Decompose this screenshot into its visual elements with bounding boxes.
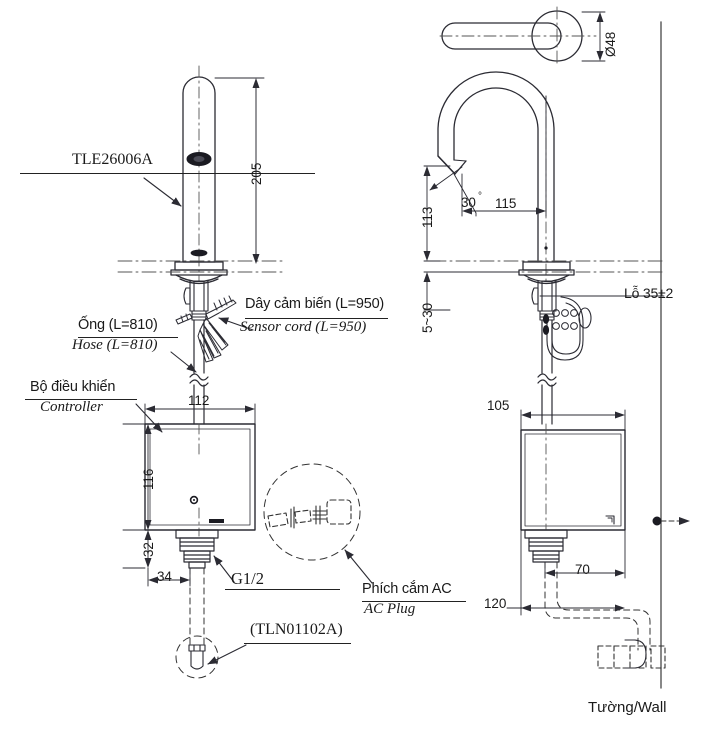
dim-116 xyxy=(122,423,152,531)
leader-g12 xyxy=(213,555,235,583)
ac-plug-detail-circle xyxy=(263,463,361,561)
dim-115 xyxy=(461,95,547,217)
dim-205-arrows xyxy=(252,78,260,264)
faucet-shank-front xyxy=(183,280,209,321)
dim-text-105: 105 xyxy=(487,398,510,413)
dim-text-113: 113 xyxy=(420,206,435,228)
underline-faucet-model xyxy=(20,173,315,174)
leader-accessory xyxy=(207,644,247,665)
plug-direction-arrow xyxy=(652,516,690,526)
leader-controller xyxy=(135,403,163,433)
label-accessory-code: (TLN01102A) xyxy=(250,621,343,638)
label-sensor-cord-en: Sensor cord (L=950) xyxy=(240,319,367,335)
label-ac-plug-en: AC Plug xyxy=(364,601,416,617)
leader-sensor-cord xyxy=(218,317,254,331)
dim-32 xyxy=(122,530,152,569)
wall-socket-solid xyxy=(624,639,647,669)
dim-text-5-30: 5~30 xyxy=(420,302,435,333)
dim-text-112: 112 xyxy=(188,393,210,408)
label-sensor-cord-vn: Dây cảm biến (L=950) xyxy=(245,296,385,312)
label-faucet-model: TLE26006A xyxy=(72,151,153,168)
dim-text-34: 34 xyxy=(157,569,172,584)
controller-box-side xyxy=(520,429,626,531)
controller-outlet-front xyxy=(175,529,219,569)
label-ac-plug-vn: Phích cắm AC xyxy=(362,581,452,597)
dim-d48 xyxy=(581,11,606,62)
faucet-body-front xyxy=(182,76,216,263)
deck-flange-side xyxy=(518,261,575,285)
wall-socket xyxy=(597,645,666,669)
dim-120 xyxy=(506,429,625,616)
label-hole-size: Lỗ 35±2 xyxy=(624,285,674,301)
dim-text-205: 205 xyxy=(249,162,264,185)
dim-34 xyxy=(147,567,191,587)
underline-sensor-cord xyxy=(245,318,388,319)
underline-controller xyxy=(25,399,137,400)
dim-text-116: 116 xyxy=(141,468,156,490)
controller-outlet-side xyxy=(524,529,568,563)
dim-30-degree xyxy=(429,166,477,217)
hose-front xyxy=(189,319,209,425)
underline-ac-plug xyxy=(362,601,466,602)
controller-box-front xyxy=(144,423,256,531)
sensor-cord-front xyxy=(175,295,237,363)
label-wall: Tường/Wall xyxy=(588,699,667,716)
cord-beads-side xyxy=(542,309,578,335)
ac-plug-symbol xyxy=(267,499,352,528)
underline-accessory xyxy=(244,643,351,644)
hose-side xyxy=(537,319,557,425)
label-hose-en: Hose (L=810) xyxy=(72,337,158,353)
dim-text-d48: Ø48 xyxy=(603,31,618,57)
faucet-side-elevation xyxy=(437,71,555,263)
label-hose-vn: Ống (L=810) xyxy=(78,317,158,333)
dim-text-32: 32 xyxy=(141,542,156,557)
dim-113 xyxy=(423,165,451,262)
dim-text-degree-symbol: ° xyxy=(478,191,482,202)
underline-thread xyxy=(225,589,340,590)
dim-text-30-degree: 30 xyxy=(461,195,476,210)
dim-text-120: 120 xyxy=(484,596,507,611)
dim-text-70: 70 xyxy=(575,562,590,577)
accessory-valve xyxy=(188,644,206,670)
leader-hose xyxy=(170,351,197,373)
label-controller-vn: Bộ điều khiển xyxy=(30,379,116,395)
ac-plug-pins xyxy=(290,505,327,529)
dim-70 xyxy=(544,529,626,579)
deck-flange-front xyxy=(170,261,228,285)
accessory-detail-circle xyxy=(175,635,219,679)
leader-ac-plug xyxy=(344,549,373,584)
label-controller-en: Controller xyxy=(40,399,103,415)
dim-105 xyxy=(520,409,626,431)
label-thread-size: G1/2 xyxy=(231,569,264,588)
dim-112 xyxy=(144,403,256,425)
dim-5-30 xyxy=(423,271,520,311)
dim-text-115: 115 xyxy=(495,196,517,211)
underline-hose xyxy=(78,337,178,338)
leader-tle26006a xyxy=(143,177,182,207)
